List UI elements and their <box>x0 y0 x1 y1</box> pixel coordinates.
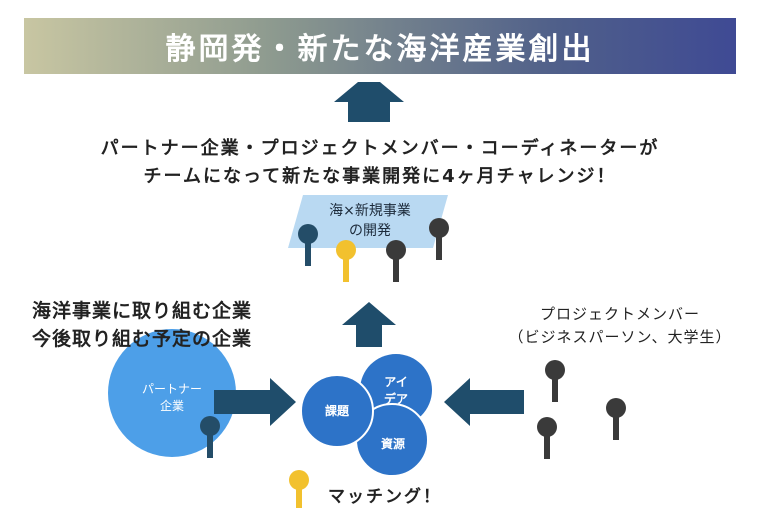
caption-line-2: チームになって新たな事業開発に4ヶ月チャレンジ！ <box>143 166 617 187</box>
pin-dark-member-3 <box>537 417 557 459</box>
left-arrow <box>444 378 524 426</box>
partner-line-2: 企業 <box>159 399 184 413</box>
pin-dark-member-2 <box>606 398 626 440</box>
resource-label: 資源 <box>380 437 405 451</box>
issue-label: 課題 <box>324 404 349 418</box>
pin-dark-goal-2 <box>429 218 449 260</box>
issue-circle <box>300 374 374 448</box>
goal-line-2: の開発 <box>349 223 391 239</box>
partner-label: パートナー 企業 <box>112 381 232 415</box>
right-arrow <box>214 378 296 426</box>
idea-line-2: デア <box>383 392 408 406</box>
caption-line-1: パートナー企業・プロジェクトメンバー・コーディネーターが <box>100 138 660 159</box>
members-line-1: プロジェクトメンバー <box>539 305 700 323</box>
banner-title: 静岡発・新たな海洋産業創出 <box>165 32 595 67</box>
partner-line-1: パートナー <box>141 382 202 396</box>
pin-yellow-goal <box>336 240 356 282</box>
title-banner: 静岡発・新たな海洋産業創出 <box>24 18 736 74</box>
up-arrow-middle <box>342 302 396 347</box>
matching-text: マッチング！ <box>328 487 442 507</box>
goal-text: 海×新規事業 の開発 <box>300 201 440 241</box>
pin-yellow-matching <box>289 470 309 508</box>
pin-dark-goal-1 <box>386 240 406 282</box>
pin-dark-member-1 <box>545 360 565 402</box>
pin-blue-partner <box>200 416 220 458</box>
pin-blue-goal <box>298 224 318 266</box>
idea-line-1: アイ <box>384 375 408 389</box>
goal-line-1: 海×新規事業 <box>329 203 411 219</box>
up-arrow-top <box>334 82 404 122</box>
companies-line-2: 今後取り組む予定の企業 <box>32 328 253 350</box>
members-line-2: （ビジネスパーソン、大学生） <box>508 328 732 346</box>
goal-panel <box>288 195 448 248</box>
idea-label: アイ デア <box>374 374 418 408</box>
companies-line-1: 海洋事業に取り組む企業 <box>32 300 253 322</box>
